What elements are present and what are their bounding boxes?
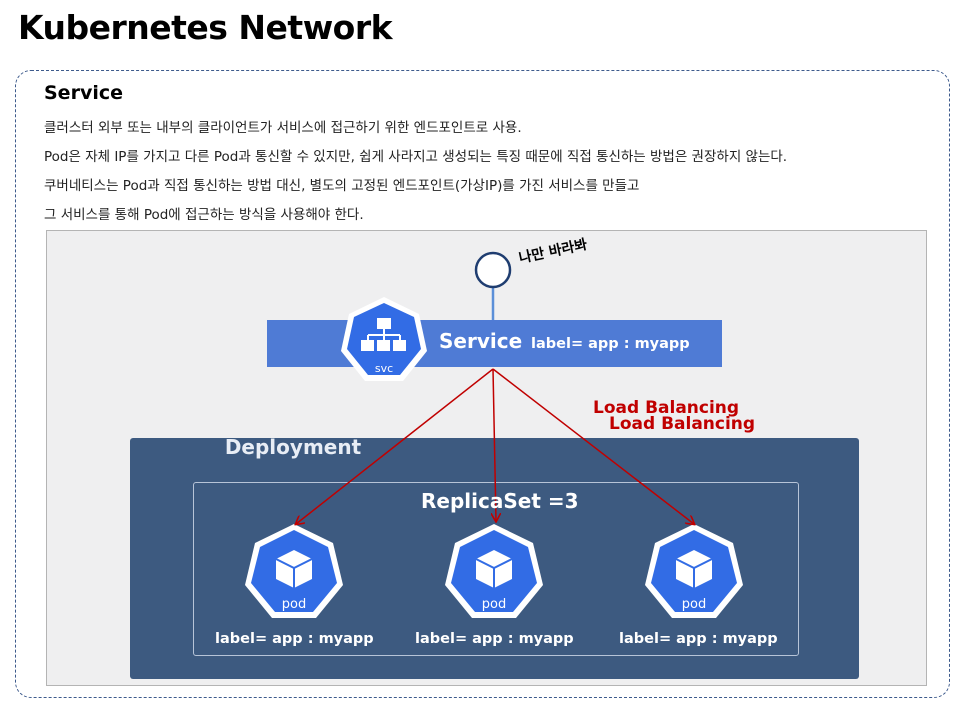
client-circle bbox=[474, 251, 512, 289]
load-balancing-label-shadow: Load Balancing bbox=[609, 414, 756, 434]
lb-arrow-pod-3 bbox=[492, 368, 694, 524]
pod-label-2: label= app : myapp bbox=[415, 631, 574, 647]
service-selector-label: label= app : myapp bbox=[531, 336, 690, 352]
pod-icon-2: pod bbox=[445, 524, 543, 618]
pod-icon-text: pod bbox=[682, 597, 706, 612]
lb-arrow-pod-2 bbox=[493, 368, 496, 521]
pod-label-3: label= app : myapp bbox=[619, 631, 778, 647]
deployment-title-text: Deployment bbox=[224, 435, 362, 459]
page-title: Kubernetes Network bbox=[18, 8, 393, 47]
description-line-3: 쿠버네티스는 Pod과 직접 통신하는 방법 대신, 별도의 고정된 엔드포인트… bbox=[44, 178, 640, 194]
pod-icon-1: pod bbox=[245, 524, 343, 618]
pod-icon-text: pod bbox=[482, 597, 506, 612]
description-line-1: 클러스터 외부 또는 내부의 클라이언트가 서비스에 접근하기 위한 엔드포인트… bbox=[44, 120, 522, 136]
service-name: Service bbox=[439, 329, 523, 353]
svc-icon: svc bbox=[341, 297, 427, 381]
description-line-2: Pod은 자체 IP를 가지고 다른 Pod과 통신할 수 있지만, 쉽게 사라… bbox=[44, 149, 788, 165]
pod-label-1: label= app : myapp bbox=[215, 631, 374, 647]
svc-icon-text: svc bbox=[375, 362, 393, 375]
pod-icon-text: pod bbox=[282, 597, 306, 612]
section-title: Service bbox=[44, 82, 123, 104]
description-line-4: 그 서비스를 통해 Pod에 접근하는 방식을 사용해야 한다. bbox=[44, 207, 364, 223]
pod-icon-3: pod bbox=[645, 524, 743, 618]
deployment-title: Deployment bbox=[0, 435, 960, 459]
replicaset-title: ReplicaSet =3 bbox=[421, 489, 579, 513]
lb-arrow-pod-1 bbox=[296, 368, 494, 524]
load-balancing-label: Load Balancing bbox=[593, 398, 740, 418]
service-card bbox=[15, 70, 950, 698]
